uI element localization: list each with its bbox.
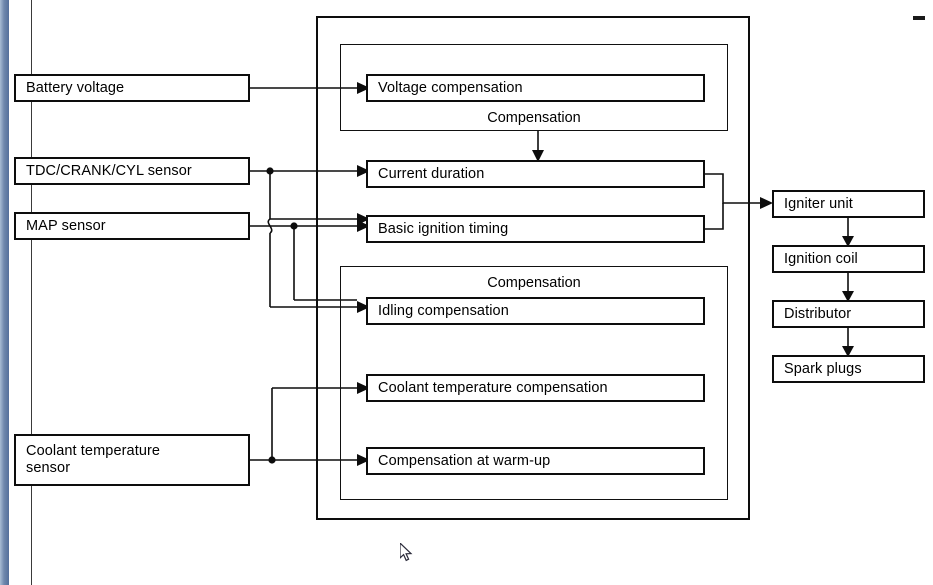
input-box-tdc-crank-cyl-sensor[interactable]: TDC/CRANK/CYL sensor bbox=[14, 157, 250, 185]
input-box-battery-voltage[interactable]: Battery voltage bbox=[14, 74, 250, 102]
mouse-cursor bbox=[400, 543, 413, 562]
compensation-group-bottom-title: Compensation bbox=[487, 275, 581, 291]
block-label-coolant-temperature-compensation: Coolant temperature compensation bbox=[378, 379, 608, 396]
block-current-duration[interactable]: Current duration bbox=[366, 160, 705, 188]
output-label-distributor: Distributor bbox=[784, 305, 852, 322]
input-label-tdc-crank-cyl-sensor: TDC/CRANK/CYL sensor bbox=[26, 162, 192, 179]
output-label-ignition-coil: Ignition coil bbox=[784, 250, 858, 267]
scan-artifact-mark bbox=[913, 16, 925, 20]
compensation-group-top bbox=[340, 44, 728, 131]
output-box-ignition-coil[interactable]: Ignition coil bbox=[772, 245, 925, 273]
output-box-distributor[interactable]: Distributor bbox=[772, 300, 925, 328]
page-margin-rule bbox=[31, 0, 32, 585]
block-label-basic-ignition-timing: Basic ignition timing bbox=[378, 220, 509, 237]
ecu-boundary bbox=[316, 16, 750, 520]
input-box-map-sensor[interactable]: MAP sensor bbox=[14, 212, 250, 240]
output-label-spark-plugs: Spark plugs bbox=[784, 360, 862, 377]
block-coolant-temperature-compensation[interactable]: Coolant temperature compensation bbox=[366, 374, 705, 402]
block-label-current-duration: Current duration bbox=[378, 165, 485, 182]
block-compensation-at-warm-up[interactable]: Compensation at warm-up bbox=[366, 447, 705, 475]
block-label-voltage-compensation: Voltage compensation bbox=[378, 79, 523, 96]
compensation-group-bottom bbox=[340, 266, 728, 500]
page-edge-strip bbox=[0, 0, 9, 585]
input-label-coolant-temperature-sensor: Coolant temperature sensor bbox=[26, 443, 161, 476]
block-idling-compensation[interactable]: Idling compensation bbox=[366, 297, 705, 325]
output-box-igniter-unit[interactable]: Igniter unit bbox=[772, 190, 925, 218]
block-label-idling-compensation: Idling compensation bbox=[378, 302, 509, 319]
input-label-map-sensor: MAP sensor bbox=[26, 217, 106, 234]
block-basic-ignition-timing[interactable]: Basic ignition timing bbox=[366, 215, 705, 243]
output-label-igniter-unit: Igniter unit bbox=[784, 195, 853, 212]
compensation-group-top-title: Compensation bbox=[487, 110, 581, 126]
input-label-battery-voltage: Battery voltage bbox=[26, 79, 125, 96]
block-voltage-compensation[interactable]: Voltage compensation bbox=[366, 74, 705, 102]
output-box-spark-plugs[interactable]: Spark plugs bbox=[772, 355, 925, 383]
input-box-coolant-temperature-sensor[interactable]: Coolant temperature sensor bbox=[14, 434, 250, 486]
block-label-compensation-at-warm-up: Compensation at warm-up bbox=[378, 452, 551, 469]
